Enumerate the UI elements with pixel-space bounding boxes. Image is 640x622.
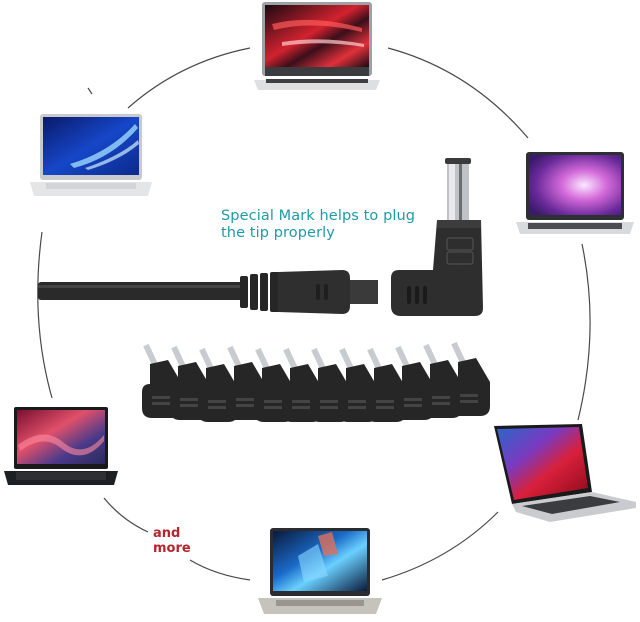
- laptop-upper-right: [516, 152, 634, 234]
- laptop-lower-right: [494, 424, 636, 522]
- laptop-bottom: [258, 528, 382, 614]
- laptop-upper-left: [30, 114, 152, 196]
- right-angle-connector: [391, 158, 483, 316]
- callout-caption: Special Mark helps to plug the tip prope…: [221, 208, 415, 243]
- callout-line-2: the tip properly: [221, 225, 335, 242]
- and-more-caption: and more: [153, 526, 191, 557]
- and-more-line-1: and: [153, 526, 181, 541]
- laptop-lower-left: [4, 407, 118, 485]
- adapter-tips-row: [142, 341, 490, 422]
- dc-cable: [38, 270, 378, 314]
- callout-line-1: Special Mark helps to plug: [221, 208, 416, 224]
- laptop-top: [254, 2, 380, 90]
- and-more-line-2: more: [153, 540, 191, 556]
